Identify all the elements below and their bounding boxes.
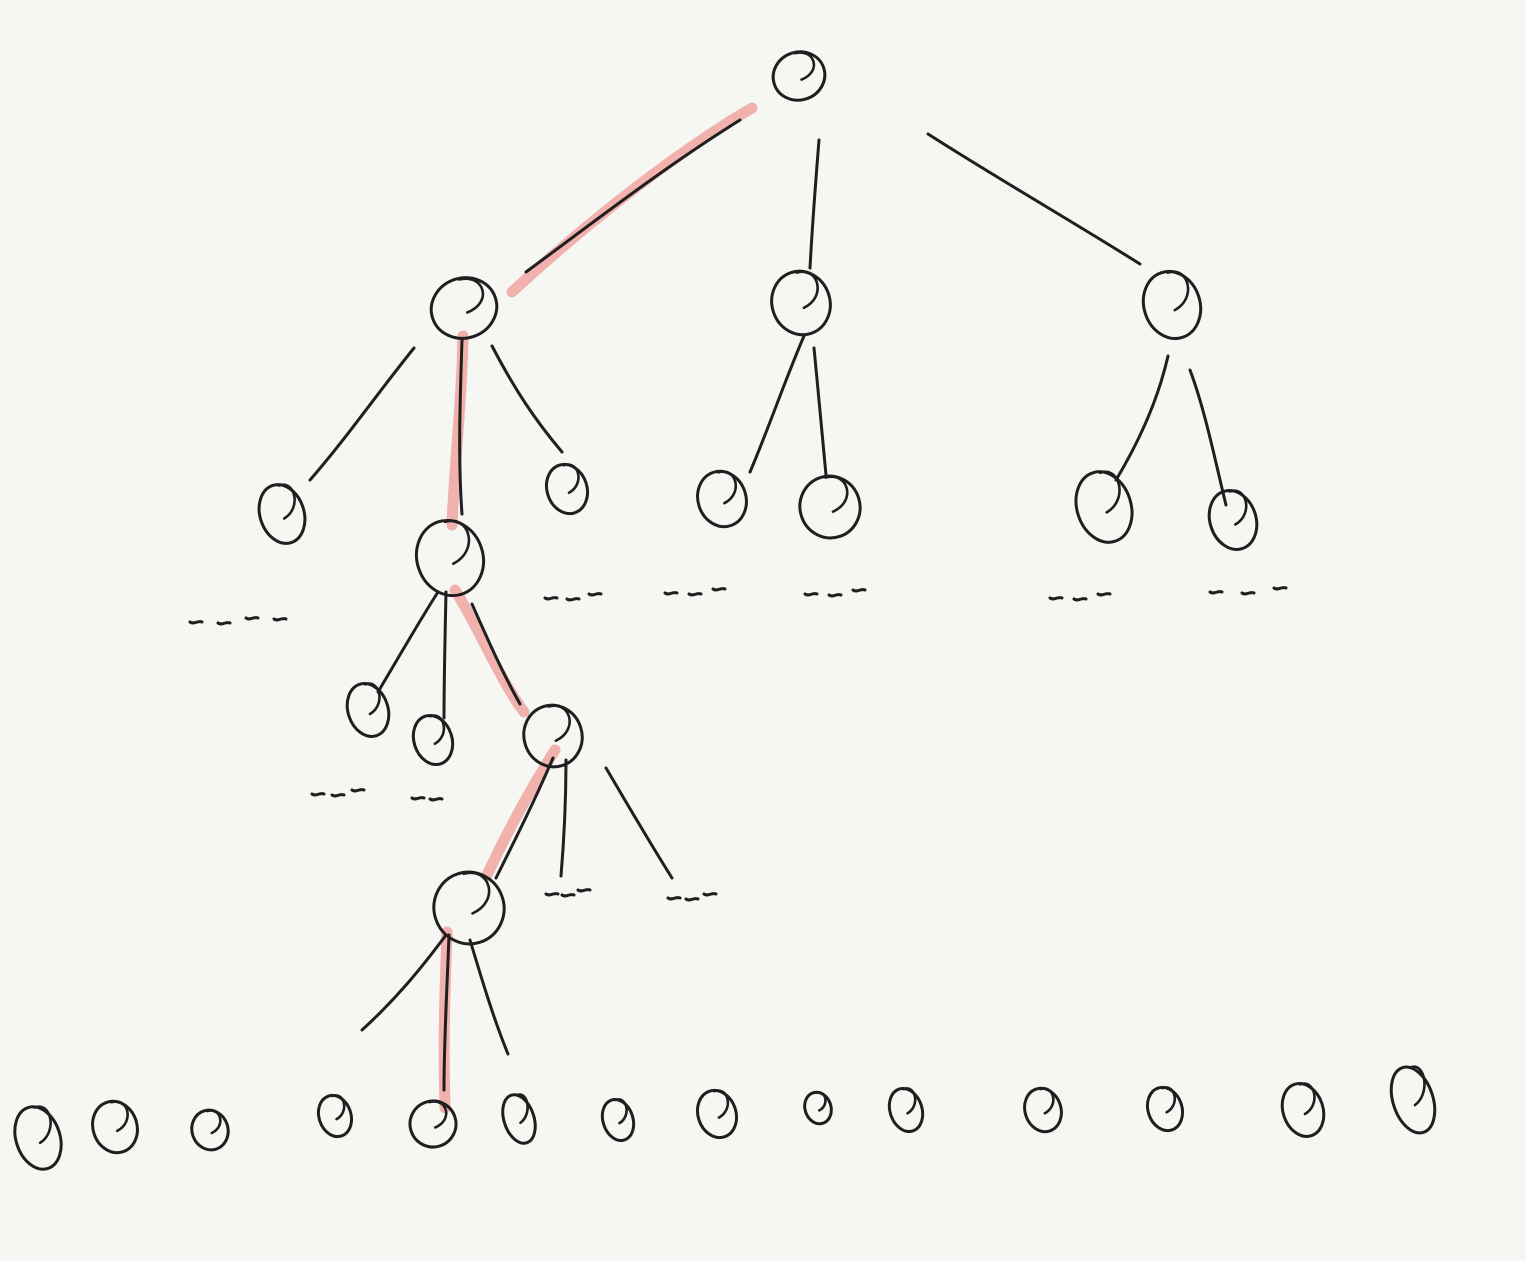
edge-layer	[308, 118, 1228, 1092]
leaf-node-12	[1145, 1085, 1185, 1133]
edge-n1-n1a	[308, 346, 416, 482]
elided-subtree-2	[543, 592, 603, 602]
leaf-node-5	[408, 1099, 458, 1149]
leaf-node-1	[13, 1105, 63, 1171]
leaf-node-2	[91, 1099, 139, 1155]
node-n2	[770, 269, 832, 337]
leaf-node-3	[190, 1108, 230, 1152]
edge-root-n3	[926, 132, 1142, 266]
highlight-root-to-n1	[506, 102, 758, 298]
node-n3	[1141, 270, 1203, 340]
edge-n1-n1c	[490, 344, 564, 454]
elided-subtree-4	[803, 588, 867, 598]
leaf-node-7	[600, 1097, 636, 1143]
leaf-node-14	[1389, 1065, 1437, 1135]
elided-subtree-10	[666, 892, 718, 902]
leaf-node-8	[695, 1088, 739, 1140]
node-n1	[429, 276, 499, 340]
edge-n1-n1b	[458, 338, 464, 516]
elided-subtree-7	[310, 788, 366, 798]
node-n2b	[798, 474, 862, 540]
leaf-node-4	[316, 1093, 354, 1139]
edge-n1b-n1b1	[376, 590, 440, 694]
node-n3b	[1207, 489, 1259, 551]
node-n1c	[544, 462, 590, 516]
edge-root-n1	[524, 118, 742, 274]
edge-n3-n3b	[1188, 368, 1228, 507]
node-n1b3	[522, 703, 584, 769]
edge-n2-n2a	[748, 334, 806, 474]
leaf-node-11	[1023, 1086, 1063, 1134]
edge-n1b-n1b3	[470, 602, 522, 706]
edge-n1b3a-mid	[442, 933, 451, 1092]
node-n1b1	[345, 682, 391, 738]
edge-n1b-n1b2	[442, 590, 448, 720]
highlight-n1b3-to-n1b3a	[481, 744, 561, 881]
node-root	[771, 50, 827, 102]
elided-subtree-6	[1208, 586, 1288, 596]
highlight-n1b-to-n1b3	[449, 584, 530, 718]
leaf-node-13	[1280, 1082, 1326, 1138]
leaf-node-10	[887, 1087, 925, 1133]
elided-subtrees-layer	[188, 586, 1288, 902]
edge-n1b3-n1b3b	[559, 758, 568, 878]
edge-n1b3-n1b3c	[604, 766, 674, 880]
edge-n2-n2b	[812, 346, 828, 477]
node-n1a	[257, 483, 307, 545]
elided-subtree-9	[544, 888, 592, 898]
node-layer	[13, 50, 1437, 1171]
edge-root-n2	[808, 138, 821, 270]
elided-subtree-1	[188, 616, 288, 626]
highlighted-path-layer	[438, 102, 758, 1114]
node-n2a	[696, 469, 748, 529]
node-n3a	[1074, 470, 1134, 544]
edge-n3-n3a	[1114, 354, 1170, 482]
node-n1b3a	[432, 870, 506, 946]
node-n1b2	[411, 714, 455, 766]
edge-n1b3a-left	[360, 933, 448, 1032]
leaf-node-9	[803, 1090, 833, 1126]
elided-subtree-8	[410, 796, 444, 802]
edge-n1b3a-right	[468, 938, 510, 1056]
elided-subtree-3	[663, 587, 727, 597]
node-n1b	[414, 518, 486, 598]
edge-n1b3-n1b3a	[494, 756, 555, 880]
leaf-node-6	[501, 1093, 537, 1145]
elided-subtree-5	[1048, 592, 1112, 602]
